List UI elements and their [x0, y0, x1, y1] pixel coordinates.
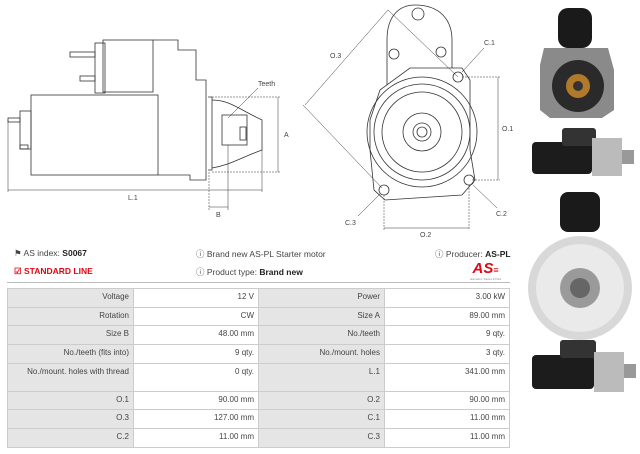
spec-value: 127.00 mm: [133, 409, 259, 430]
table-row: No./teeth (fits into)9 qty.No./mount. ho…: [7, 344, 510, 364]
spec-label: O.1: [7, 390, 134, 411]
divider: [7, 282, 510, 283]
photo-side-view-2[interactable]: [532, 340, 636, 392]
c1-label: C.1: [484, 40, 495, 47]
o2-label: O.2: [420, 232, 431, 239]
product-photos: [528, 8, 636, 392]
spec-value: 0 qty.: [133, 362, 259, 392]
spec-value: 90.00 mm: [133, 390, 259, 411]
front-view-drawing: [302, 4, 500, 230]
technical-drawings: Teeth A B L.1 O.3 C.1 O.1 C.2 C.3 O.2: [7, 4, 513, 239]
spec-value: CW: [133, 306, 259, 327]
spec-label: C.1: [258, 409, 385, 430]
spec-value: 3 qty.: [384, 344, 510, 364]
l1-label: L.1: [128, 195, 138, 202]
spec-value: 9 qty.: [133, 344, 259, 364]
spec-label: C.2: [7, 428, 134, 448]
info-icon: ⓘ: [435, 249, 444, 259]
spec-label: O.2: [258, 390, 385, 411]
spec-value: 11.00 mm: [384, 428, 510, 448]
spec-label: C.3: [258, 428, 385, 448]
info-icon: ⓘ: [196, 249, 205, 259]
product-type: ⓘ Product type: Brand new: [196, 267, 303, 277]
teeth-label: Teeth: [258, 81, 275, 88]
description: ⓘ Brand new AS-PL Starter motor: [196, 249, 326, 259]
spec-value: 90.00 mm: [384, 390, 510, 411]
spec-label: Power: [258, 288, 385, 308]
as-index: ⚑ AS index: S0067: [14, 248, 87, 258]
info-icon: ⓘ: [196, 267, 205, 277]
side-view-drawing: [7, 39, 280, 210]
checkbox-icon: ☑: [14, 266, 22, 276]
spec-label: No./mount. holes with thread: [7, 362, 134, 392]
o3-label: O.3: [330, 53, 341, 60]
producer: ⓘ Producer: AS-PL: [435, 249, 511, 259]
spec-value: 11.00 mm: [133, 428, 259, 448]
as-pl-logo: AS≡ Alternators, Starters & Parts: [470, 260, 502, 281]
spec-label: L.1: [258, 362, 385, 392]
spec-label: Voltage: [7, 288, 134, 308]
photo-end-view[interactable]: [528, 192, 632, 340]
spec-value: 341.00 mm: [384, 362, 510, 392]
spec-value: 11.00 mm: [384, 409, 510, 430]
spec-label: Rotation: [7, 306, 134, 327]
o1-label: O.1: [502, 126, 513, 133]
photo-side-view[interactable]: [532, 128, 634, 176]
spec-label: Size B: [7, 325, 134, 346]
photo-front-view[interactable]: [540, 8, 614, 118]
spec-label: No./teeth (fits into): [7, 344, 134, 364]
spec-label: O.3: [7, 409, 134, 430]
spec-value: 12 V: [133, 288, 259, 308]
standard-line-badge: ☑ STANDARD LINE: [14, 266, 93, 276]
spec-label: No./teeth: [258, 325, 385, 346]
spec-label: No./mount. holes: [258, 344, 385, 364]
size-a-label: A: [284, 132, 289, 139]
spec-value: 3.00 kW: [384, 288, 510, 308]
c2-label: C.2: [496, 211, 507, 218]
spec-value: 9 qty.: [384, 325, 510, 346]
spec-value: 89.00 mm: [384, 306, 510, 327]
spec-label: Size A: [258, 306, 385, 327]
c3-label: C.3: [345, 220, 356, 227]
tags-icon: ⚑: [14, 248, 22, 258]
size-b-label: B: [216, 212, 221, 219]
spec-value: 48.00 mm: [133, 325, 259, 346]
